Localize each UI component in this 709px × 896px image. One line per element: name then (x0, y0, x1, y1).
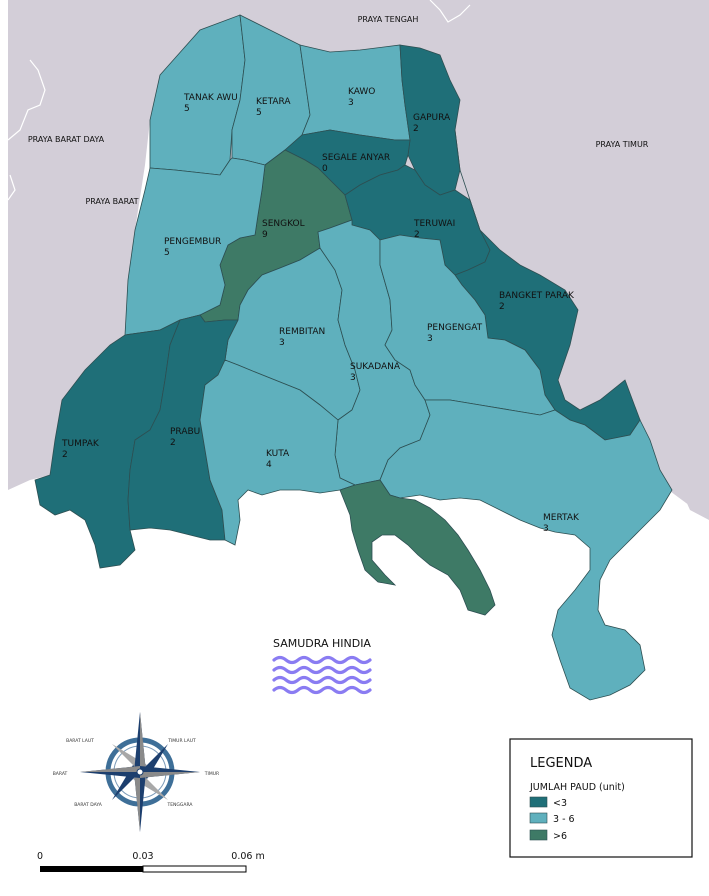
legend-title: LEGENDA (530, 756, 592, 771)
district-count-label: 2 (414, 230, 420, 240)
district-name-label: SUKADANA (350, 362, 401, 372)
district-sengkol-south[interactable] (339, 479, 496, 616)
scale-segment-light (142, 865, 247, 873)
district-count-label: 2 (170, 438, 176, 448)
legend-swatch-low (529, 796, 548, 808)
district-name-label: PENGEMBUR (164, 237, 221, 247)
district-name-label: TUMPAK (61, 439, 100, 449)
legend-item-label: <3 (553, 798, 567, 809)
district-kuta[interactable] (199, 359, 357, 546)
legend-subtitle: JUMLAH PAUD (unit) (529, 782, 625, 793)
waves-icon (272, 655, 372, 695)
scale-bar: 0 0.03 0.06 m (37, 851, 265, 873)
district-count-label: 3 (279, 338, 285, 348)
sea-label: SAMUDRA HINDIA (273, 637, 371, 650)
compass-label-sw: BARAT DAYA (74, 802, 103, 808)
scale-tick-label: 0.03 (132, 851, 153, 862)
district-name-label: TANAK AWU (183, 93, 238, 103)
legend: LEGENDA JUMLAH PAUD (unit) <3 3 - 6 >6 (509, 738, 693, 858)
scale-tick-label: 0 (37, 851, 43, 862)
district-name-label: KAWO (348, 87, 375, 97)
district-pengengat[interactable] (379, 234, 556, 416)
district-count-label: 0 (322, 164, 328, 174)
outside-boundary-line (7, 59, 46, 201)
compass-label-w: BARAT (53, 771, 68, 777)
compass-label-e: TIMUR (204, 771, 219, 777)
district-name-label: KUTA (266, 449, 290, 459)
district-name-label: MERTAK (543, 513, 580, 523)
district-count-label: 2 (413, 124, 419, 134)
outside-boundary-line (429, 0, 471, 23)
district-count-label: 3 (543, 524, 549, 534)
district-mertak[interactable] (379, 399, 673, 701)
legend-item-label: 3 - 6 (553, 814, 575, 825)
district-count-label: 2 (499, 302, 505, 312)
neighbor-label: PRAYA BARAT DAYA (28, 135, 105, 144)
neighbor-label: PRAYA BARAT (85, 197, 138, 206)
district-name-label: PRABU (170, 427, 200, 437)
district-count-label: 3 (348, 98, 354, 108)
legend-item-label: >6 (553, 831, 567, 842)
district-name-label: PENGENGAT (427, 323, 483, 333)
district-name-label: BANGKET PARAK (499, 291, 575, 301)
district-name-label: KETARA (256, 97, 291, 107)
district-name-label: REMBITAN (279, 327, 325, 337)
compass-rose-icon (80, 712, 200, 832)
compass-label-se: TENGGARA (166, 802, 193, 808)
legend-swatch-mid (529, 812, 548, 824)
district-layer (34, 14, 673, 701)
district-count-label: 5 (164, 248, 170, 258)
district-name-label: SENGKOL (262, 219, 305, 229)
district-count-label: 2 (62, 450, 68, 460)
district-name-label: TERUWAI (413, 219, 455, 229)
district-count-label: 5 (256, 108, 262, 118)
district-tanak-awu[interactable] (149, 14, 246, 176)
district-count-label: 3 (427, 334, 433, 344)
neighbor-label: PRAYA TENGAH (358, 15, 419, 24)
district-name-label: GAPURA (413, 113, 451, 123)
compass-label-ne: TIMUR LAUT (167, 738, 196, 744)
district-labels: TANAK AWU 5 KETARA 5 KAWO 3 GAPURA 2 SEG… (61, 87, 580, 534)
district-name-label: SEGALE ANYAR (322, 153, 390, 163)
compass-label-nw: BARAT LAUT (66, 738, 94, 744)
legend-swatch-high (529, 829, 548, 841)
district-count-label: 9 (262, 230, 268, 240)
district-count-label: 4 (266, 460, 272, 470)
scale-tick-label: 0.06 m (231, 851, 264, 862)
district-count-label: 5 (184, 104, 190, 114)
district-pengembur[interactable] (124, 157, 266, 336)
scale-segment-dark (40, 866, 143, 872)
district-count-label: 3 (350, 373, 356, 383)
neighbor-label: PRAYA TIMUR (596, 140, 649, 149)
